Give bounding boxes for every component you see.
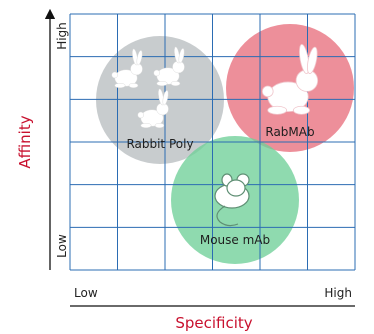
x-low-label: Low: [74, 286, 98, 300]
x-high-label: High: [324, 286, 352, 300]
blob-label-mouse-mab: Mouse mAb: [200, 233, 270, 247]
y-axis-title: Affinity: [16, 115, 34, 168]
x-axis-title: Specificity: [175, 314, 252, 332]
y-low-label: Low: [55, 234, 69, 258]
mouse-icon: [214, 173, 250, 227]
blob-label-rabmab: RabMAb: [265, 125, 314, 139]
y-high-label: High: [55, 22, 69, 50]
blob-label-rabbit-poly: Rabbit Poly: [126, 137, 193, 151]
